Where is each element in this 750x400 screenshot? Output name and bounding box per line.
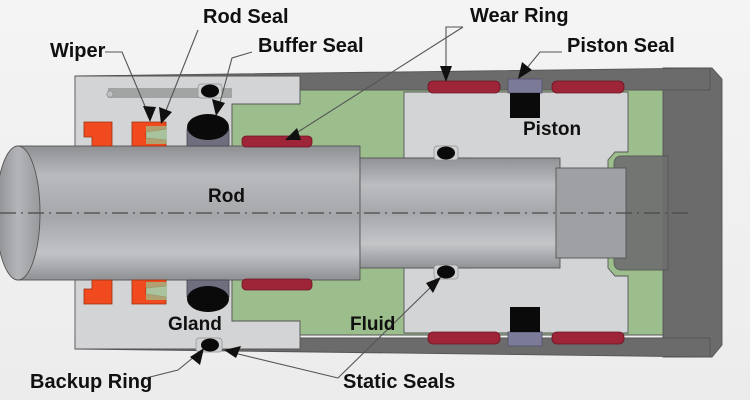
leader-buffer-seal (217, 51, 253, 111)
label-wiper: Wiper (50, 40, 106, 62)
arrowhead-wiper (143, 106, 156, 122)
wiper-seal-top (83, 121, 113, 147)
static-seal-oring-piston-top (437, 146, 455, 160)
wiper-seal-bottom (83, 279, 113, 305)
arrowhead-backup-ring (190, 348, 204, 365)
wear-ring-gland-top (241, 135, 313, 148)
cylinder-end-cap (662, 67, 723, 358)
arrowhead-static-seal-gland (224, 346, 241, 358)
wear-ring-piston-bottom-left (427, 331, 501, 345)
piston-inner-pocket (613, 155, 669, 271)
wear-ring-piston-top-right (551, 80, 625, 94)
static-seal-oring-gland-top (201, 84, 219, 98)
leader-piston-seal (521, 51, 562, 75)
label-buffer-seal: Buffer Seal (258, 35, 364, 57)
leader-static-seal-gland (229, 351, 339, 379)
label-wear-ring: Wear Ring (470, 5, 569, 27)
piston-seal-block-top (510, 93, 540, 118)
buffer-seal-oring-top (187, 114, 229, 140)
label-fluid: Fluid (350, 314, 395, 335)
arrowhead-piston-seal (518, 62, 532, 79)
rod-seal-top-backer (146, 126, 167, 144)
leader-wear-ring-gland (289, 26, 464, 138)
label-piston: Piston (523, 119, 581, 140)
gland-port-dot (106, 90, 114, 98)
label-rod-seal: Rod Seal (203, 6, 289, 28)
leader-static-seal-piston (337, 281, 437, 379)
arrowhead-static-seal-piston (426, 277, 441, 293)
buffer-seal-oring-bottom (187, 286, 229, 312)
piston-seal-cap-bottom (507, 331, 543, 347)
backup-ring-oring (201, 338, 219, 352)
arrowhead-wear-ring-piston (440, 66, 452, 82)
rod-seal-bottom-backer (146, 282, 167, 300)
wear-ring-gland-bottom (241, 278, 313, 291)
wear-ring-piston-top-left (427, 80, 501, 94)
label-rod: Rod (208, 186, 245, 207)
static-seal-oring-piston-bottom (437, 265, 455, 279)
arrowhead-buffer-seal (212, 99, 225, 116)
arrowhead-wear-ring-gland (285, 128, 301, 140)
wear-ring-piston-bottom-right (551, 331, 625, 345)
piston-seal-block-bottom (510, 307, 540, 332)
piston-seal-cap-top (507, 78, 543, 94)
label-static-seals: Static Seals (343, 371, 455, 393)
leader-wiper (105, 51, 151, 119)
leader-wear-ring-piston (445, 26, 463, 76)
arrowhead-rod-seal (159, 107, 172, 124)
label-backup-ring: Backup Ring (30, 371, 152, 393)
label-gland: Gland (168, 314, 222, 335)
leader-rod-seal (162, 29, 199, 119)
label-piston-seal: Piston Seal (567, 35, 675, 57)
